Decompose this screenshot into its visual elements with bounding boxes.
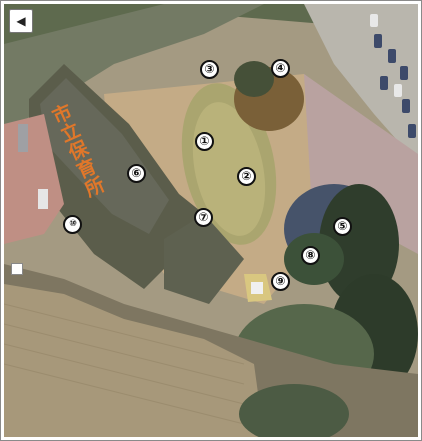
marker-1[interactable]: ①: [195, 132, 214, 151]
marker-10[interactable]: ⑩: [63, 215, 82, 234]
map-corner-square: [11, 263, 23, 275]
marker-8[interactable]: ⑧: [301, 246, 320, 265]
marker-6[interactable]: ⑥: [127, 164, 146, 183]
marker-4[interactable]: ④: [271, 59, 290, 78]
marker-5[interactable]: ⑤: [333, 217, 352, 236]
marker-7[interactable]: ⑦: [194, 208, 213, 227]
triangle-left-icon[interactable]: ◀: [9, 9, 33, 33]
marker-9[interactable]: ⑨: [271, 272, 290, 291]
marker-3[interactable]: ③: [200, 60, 219, 79]
marker-2[interactable]: ②: [237, 167, 256, 186]
